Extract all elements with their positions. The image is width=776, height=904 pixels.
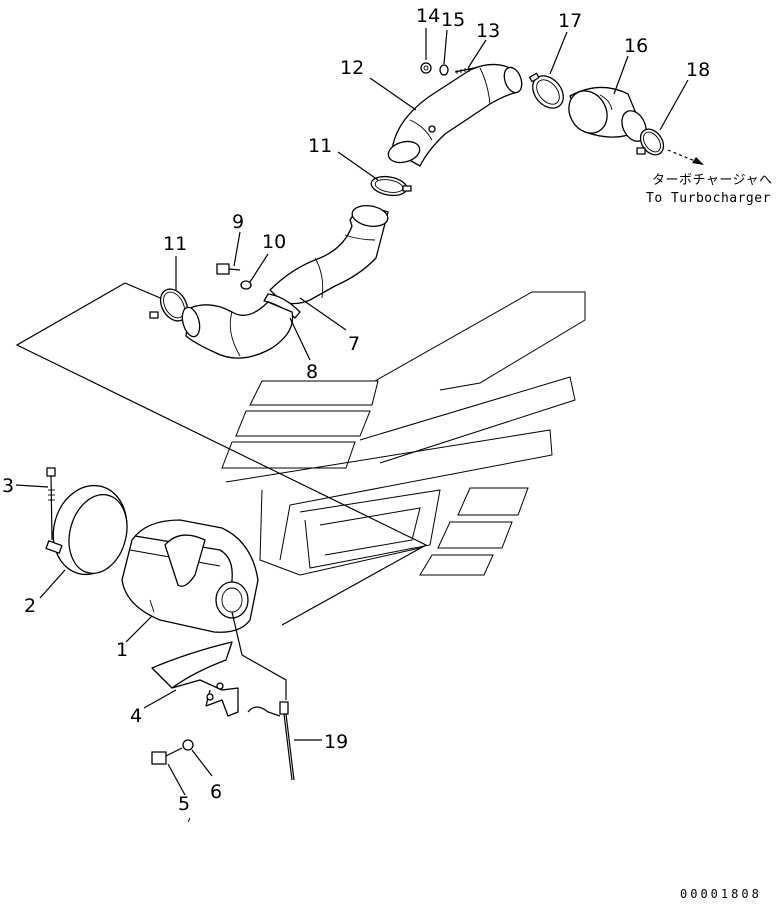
callout-12: 12: [340, 57, 364, 79]
callout-8: 8: [306, 361, 318, 383]
leader-lines: [15, 28, 689, 823]
callout-labels: 14 15 13 17 16 12 18 11 9 10 11 7 8 3 2 …: [2, 5, 710, 815]
part-16-hose: [568, 86, 647, 142]
part-1-air-cleaner: [121, 519, 259, 633]
callout-11-lower: 11: [163, 233, 187, 255]
part-10-washer: [240, 280, 252, 290]
assembly-frame-lines: [15, 282, 428, 626]
part-14-nut: [420, 62, 432, 74]
part-5-bolt: [151, 747, 183, 765]
annotation-en: To Turbocharger: [646, 191, 771, 206]
part-2-band: [45, 484, 128, 576]
callout-10: 10: [262, 231, 286, 253]
callout-15: 15: [441, 9, 465, 31]
callout-5: 5: [178, 793, 190, 815]
callout-1: 1: [116, 639, 128, 661]
annotation-jp: ターボチャージャへ: [652, 173, 772, 188]
callout-17: 17: [558, 10, 582, 32]
part-18-clamp: [636, 128, 665, 156]
callout-18: 18: [686, 59, 710, 81]
part-11-upper-clamp: [370, 175, 412, 197]
callout-13: 13: [476, 20, 500, 42]
callout-19: 19: [324, 731, 348, 753]
part-13-stud: [454, 67, 475, 74]
part-11-lower-clamp: [149, 288, 189, 322]
callout-6: 6: [210, 781, 222, 803]
lower-elbow-pipe: [181, 301, 294, 359]
to-turbocharger-arrow: [667, 149, 704, 165]
part-9-bolt: [216, 263, 241, 275]
watermark-logo: [221, 291, 586, 576]
part-3-bolt: [46, 467, 56, 541]
callout-11-upper: 11: [308, 135, 332, 157]
callout-14: 14: [416, 5, 440, 27]
callout-16: 16: [624, 35, 648, 57]
part-6-washer: [182, 739, 194, 751]
callout-9: 9: [232, 211, 244, 233]
part-17-clamp: [528, 72, 564, 109]
part-12-elbow-pipe: [387, 63, 523, 167]
part-4-bracket: [151, 641, 239, 717]
callout-3: 3: [2, 475, 14, 497]
callout-7: 7: [348, 333, 360, 355]
part-15-washer: [439, 64, 449, 76]
callout-4: 4: [130, 705, 142, 727]
part-19-indicator: [231, 611, 295, 781]
part-7-hose: [269, 205, 389, 305]
callout-2: 2: [24, 595, 36, 617]
document-id: 00001808: [680, 887, 762, 901]
